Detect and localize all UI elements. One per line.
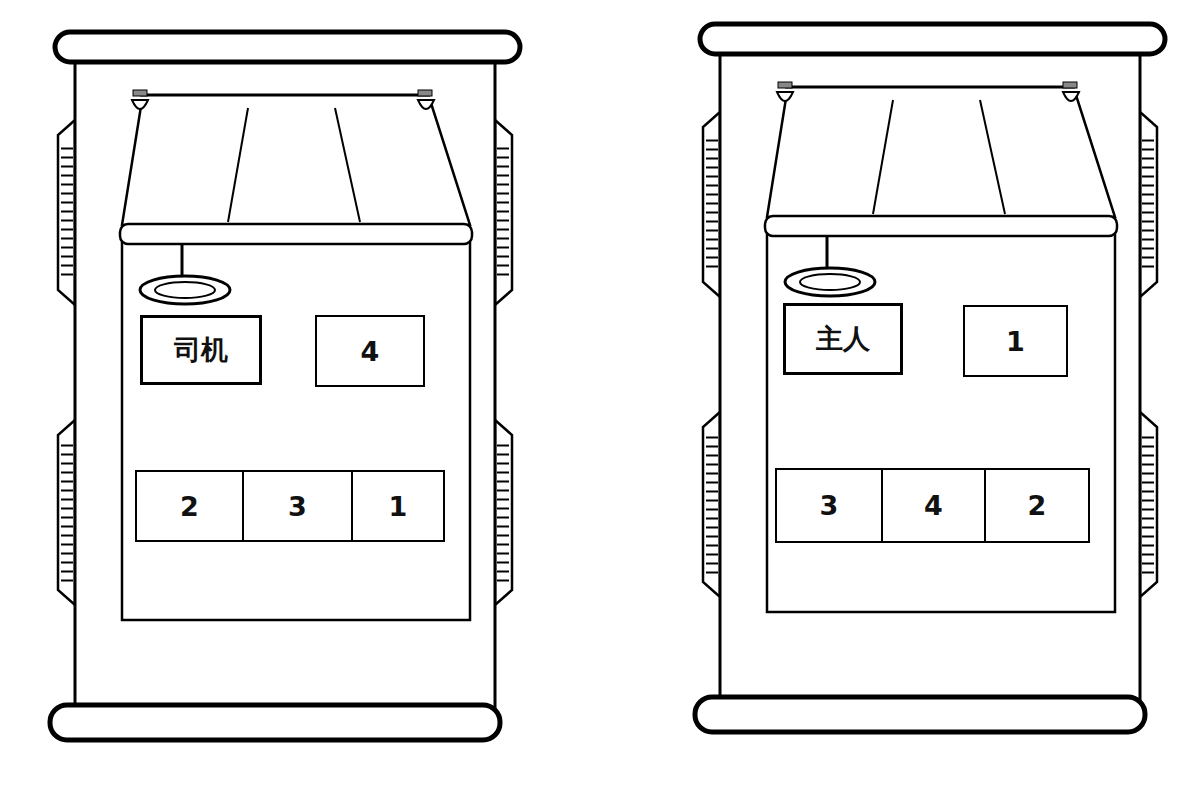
seat-number-box: 2 xyxy=(984,468,1090,543)
seat-number-box: 1 xyxy=(963,305,1068,377)
seat-number-box: 1 xyxy=(351,470,445,542)
seat-number-box: 4 xyxy=(881,468,986,543)
seat-number: 1 xyxy=(389,491,408,522)
seat-number: 4 xyxy=(361,336,380,367)
seat-number: 3 xyxy=(288,491,307,522)
seat-number-box: 3 xyxy=(775,468,883,543)
seat-number: 1 xyxy=(1006,326,1025,357)
seat-label-box: 司机 xyxy=(140,315,262,385)
seat-number-box: 4 xyxy=(315,315,425,387)
seat-number: 3 xyxy=(820,490,839,521)
seat-number: 4 xyxy=(924,490,943,521)
seat-number-box: 2 xyxy=(135,470,244,542)
seat-label: 主人 xyxy=(816,321,870,357)
seat-number-box: 3 xyxy=(242,470,353,542)
seat-label-box: 主人 xyxy=(783,303,903,375)
seat-label: 司机 xyxy=(174,332,228,368)
seat-number: 2 xyxy=(180,491,199,522)
seat-number: 2 xyxy=(1028,490,1047,521)
